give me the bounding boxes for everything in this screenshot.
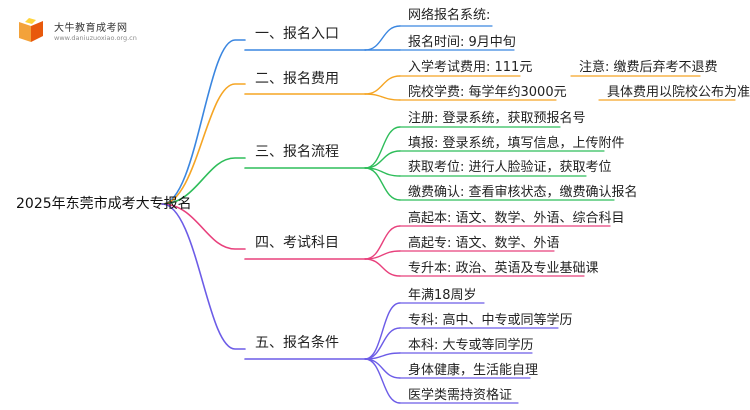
branch-label-subjects: 四、考试科目 (255, 235, 339, 251)
leaf-subject-gqz: 高起专: 语文、数学、外语 (408, 236, 560, 251)
leaf-link (364, 258, 401, 277)
leaf-process-register: 注册: 登录系统，获取预报名号 (408, 111, 586, 126)
leaf-link (364, 302, 401, 360)
leaf-link (364, 25, 401, 51)
mindmap-root: 2025年东莞市成考大专报名 (16, 196, 192, 212)
leaf-cond-health: 身体健康，生活能自理 (408, 363, 539, 378)
branch-link (161, 83, 246, 205)
logo-title: 大牛教育成考网 (54, 23, 128, 34)
leaf-subject-zsb: 专升本: 政治、英语及专业基础课 (408, 261, 599, 276)
branch-link (161, 203, 246, 250)
branch-label-conditions: 五、报名条件 (255, 335, 339, 351)
branch-link (161, 203, 246, 350)
leaf-link (364, 126, 401, 169)
leaf-process-fill: 填报: 登录系统，填写信息，上传附件 (408, 136, 625, 151)
leaf-cond-age: 年满18周岁 (408, 288, 477, 303)
branch-link (161, 39, 246, 205)
leaf-link (364, 358, 401, 404)
leaf-entry-time: 报名时间: 9月中旬 (408, 35, 516, 50)
leaf-link (364, 358, 401, 379)
branch-label-process: 三、报名流程 (255, 144, 339, 160)
leaf-link (364, 150, 401, 169)
logo-url: www.daniuzuoxiao.org.cn (54, 34, 137, 42)
leaf-link (364, 93, 401, 101)
book-logo-icon (19, 18, 43, 42)
leaf-process-seat: 获取考位: 进行人脸验证，获取考位 (408, 160, 612, 175)
branch-label-fees: 二、报名费用 (255, 71, 339, 87)
leaf-fee-tuition: 院校学费: 每学年约3000元 (408, 85, 567, 100)
leaf-cond-bachelor: 本科: 大专或等同学历 (408, 338, 534, 353)
branch-label-entry: 一、报名入口 (255, 26, 339, 42)
leaf-link (364, 75, 401, 95)
leaf-link (364, 225, 401, 260)
note-fee-tuition: 具体费用以院校公布为准 (607, 85, 750, 100)
leaf-fee-exam: 入学考试费用: 111元 (408, 60, 533, 75)
note-fee-exam: 注意: 缴费后弃考不退费 (579, 60, 718, 75)
leaf-process-pay: 缴费确认: 查看审核状态，缴费确认报名 (408, 185, 638, 200)
branch-link (161, 157, 246, 205)
leaf-subject-gqb: 高起本: 语文、数学、外语、综合科目 (408, 211, 625, 226)
leaf-link (364, 352, 401, 360)
leaf-cond-medical: 医学类需持资格证 (408, 388, 513, 403)
leaf-cond-college: 专科: 高中、中专或同等学历 (408, 313, 573, 328)
leaf-link (364, 167, 401, 201)
site-logo: 大牛教育成考网 www.daniuzuoxiao.org.cn (14, 14, 137, 48)
leaf-entry-system: 网络报名系统: (408, 8, 491, 23)
